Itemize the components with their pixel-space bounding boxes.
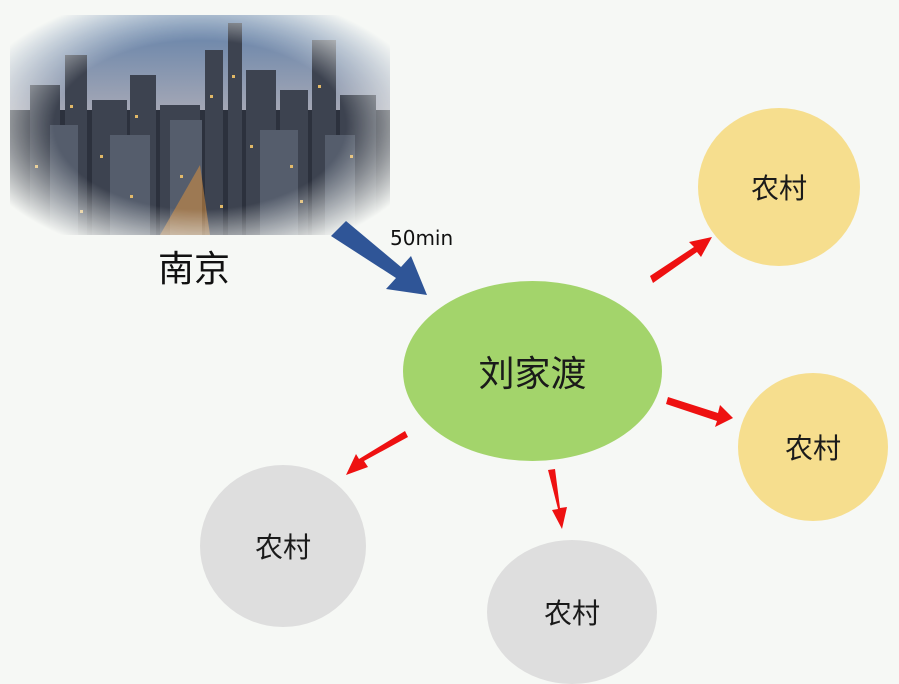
city-to-center-arrow [331,221,427,295]
arrow-to-village-bottom-left [346,431,408,475]
arrow-to-village-top-right [650,237,712,283]
center-node-label: 刘家渡 [478,354,587,395]
village-node-top-right: 农村 [698,108,860,266]
travel-time-label: 50min [390,226,454,250]
village-node-bottom: 农村 [487,540,657,684]
village-label: 农村 [543,597,600,630]
center-node-liujiadu: 刘家渡 [403,281,662,461]
arrow-to-village-bottom [548,469,567,529]
village-node-bottom-left: 农村 [200,465,366,627]
village-label: 农村 [784,432,841,465]
village-label: 农村 [254,531,311,564]
city-label: 南京 [158,249,231,290]
village-node-right: 农村 [738,373,888,521]
arrow-to-village-right [666,397,733,427]
village-label: 农村 [750,172,807,205]
nanjing-city-photo [10,15,390,235]
